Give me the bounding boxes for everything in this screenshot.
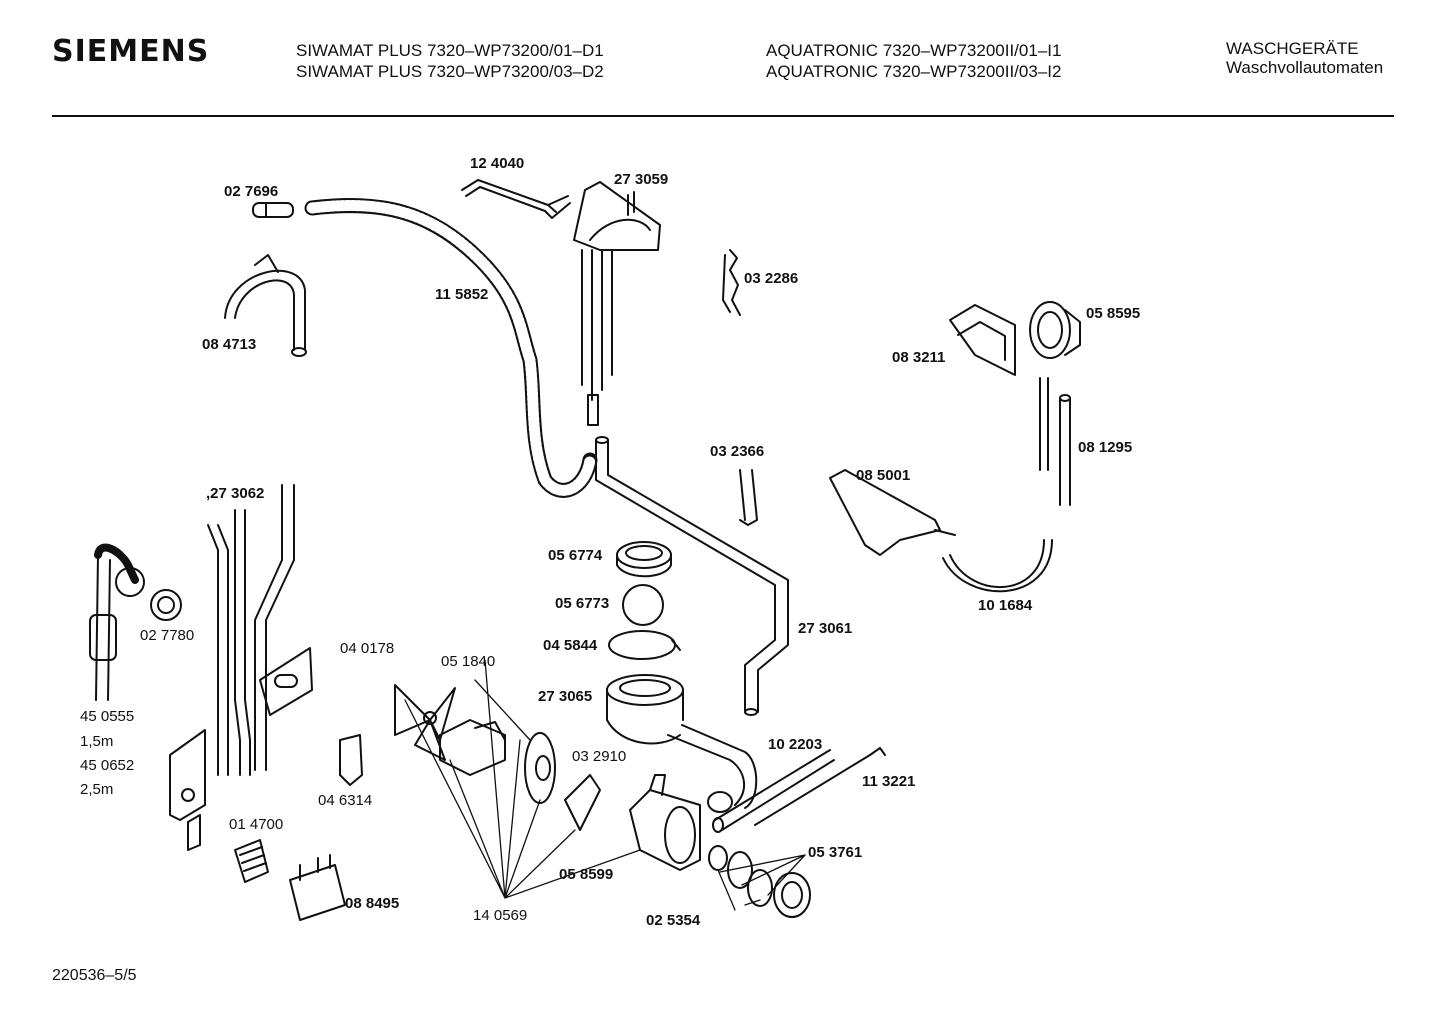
drawing-id: 220536–5/5 — [52, 967, 137, 984]
part-drawing-101684 — [942, 377, 1053, 593]
part-label-140569: 14 0569 — [473, 907, 528, 924]
part-label-273062: ,27 3062 — [206, 485, 265, 502]
part-label-032366: 03 2366 — [710, 443, 765, 460]
part-drawing-450555 — [89, 543, 145, 701]
model-line-4: AQUATRONIC 7320–WP73200II/03–I2 — [766, 62, 1062, 81]
part-label-102203: 10 2203 — [768, 736, 823, 753]
part-drawing-053761 — [708, 845, 773, 907]
part-label-045844: 04 5844 — [543, 637, 598, 654]
part-label-113221: 11 3221 — [862, 773, 916, 790]
leader-lines — [404, 659, 806, 911]
part-drawing-058595 — [1029, 301, 1081, 359]
model-line-3: AQUATRONIC 7320–WP73200II/01–I1 — [766, 41, 1062, 60]
part-label-014700: 01 4700 — [229, 816, 284, 833]
part-label-088495: 08 8495 — [345, 895, 400, 912]
brand-logo: SIEMENS — [52, 34, 210, 69]
part-drawing-032366 — [739, 469, 758, 526]
part-drawing-273059 — [573, 181, 661, 426]
part-label-081295: 08 1295 — [1078, 439, 1133, 456]
header-divider — [52, 115, 1394, 117]
part-drawing-046314 — [339, 734, 363, 786]
part-drawing-102203 — [712, 749, 835, 833]
part-drawing-bracket-plate — [169, 729, 206, 851]
part-label-115852: 11 5852 — [435, 286, 489, 303]
part-drawing-056774 — [616, 541, 672, 578]
part-drawing-113221 — [754, 747, 886, 826]
part-label-058595: 05 8595 — [1086, 305, 1141, 322]
part-drawing-124040 — [461, 179, 571, 219]
part-drawing-pump — [629, 774, 701, 871]
part-label-101684: 10 1684 — [978, 597, 1033, 614]
part-label-053761: 05 3761 — [808, 844, 863, 861]
part-drawing-025354 — [773, 872, 811, 918]
part-label-040178: 04 0178 — [340, 640, 395, 657]
part-label-025354: 02 5354 — [646, 912, 701, 929]
part-drawing-027780 — [150, 589, 182, 621]
part-drawing-083211 — [949, 304, 1016, 376]
part-drawing-273061 — [595, 436, 789, 716]
part-drawing-051840 — [439, 719, 506, 776]
model-line-2: SIWAMAT PLUS 7320–WP73200/03–D2 — [296, 62, 604, 81]
part-label-273059: 27 3059 — [614, 171, 669, 188]
part-drawing-273065 — [606, 674, 758, 813]
model-line-1: SIWAMAT PLUS 7320–WP73200/01–D1 — [296, 41, 604, 60]
part-drawing-084713 — [224, 254, 307, 357]
part-drawing-airtrap — [259, 647, 313, 716]
part-label-085001: 08 5001 — [856, 467, 911, 484]
part-label-083211: 08 3211 — [892, 349, 946, 366]
part-drawing-273062 — [207, 484, 295, 776]
subcategory-title: Waschvollautomaten — [1226, 58, 1384, 77]
part-drawing-040178 — [394, 684, 456, 761]
part-label-046314: 04 6314 — [318, 792, 373, 809]
part-label-124040: 12 4040 — [470, 155, 525, 172]
part-drawing-014700 — [234, 839, 269, 883]
part-drawing-027696 — [252, 202, 294, 218]
part-label-056773: 05 6773 — [555, 595, 610, 612]
part-drawing-088495 — [289, 854, 346, 921]
part-drawing-032910 — [564, 774, 601, 831]
part-label-032286: 03 2286 — [744, 270, 799, 287]
part-label-032910: 03 2910 — [572, 748, 627, 765]
part-drawing-081295 — [1059, 394, 1071, 506]
part-label-450652: 45 0652 — [80, 757, 135, 774]
part-label-084713: 08 4713 — [202, 336, 257, 353]
part-drawing-056773 — [622, 584, 664, 626]
part-label-058599: 05 8599 — [559, 866, 614, 883]
part-drawing-115852 — [304, 198, 598, 498]
category-title: WASCHGERÄTE — [1226, 39, 1359, 58]
part-label-027780: 02 7780 — [140, 627, 195, 644]
part-label-056774: 05 6774 — [548, 547, 603, 564]
part-label-length-1: 1,5m — [80, 733, 114, 750]
part-label-051840: 05 1840 — [441, 653, 496, 670]
part-label-273065: 27 3065 — [538, 688, 593, 705]
part-drawing-045844 — [608, 630, 681, 660]
part-label-450555: 45 0555 — [80, 708, 135, 725]
part-label-273061: 27 3061 — [798, 620, 853, 637]
part-label-027696: 02 7696 — [224, 183, 279, 200]
part-label-length-2: 2,5m — [80, 781, 114, 798]
part-drawing-032286 — [722, 249, 741, 316]
part-drawing-085001 — [829, 469, 956, 556]
part-drawing-impeller — [524, 732, 556, 804]
